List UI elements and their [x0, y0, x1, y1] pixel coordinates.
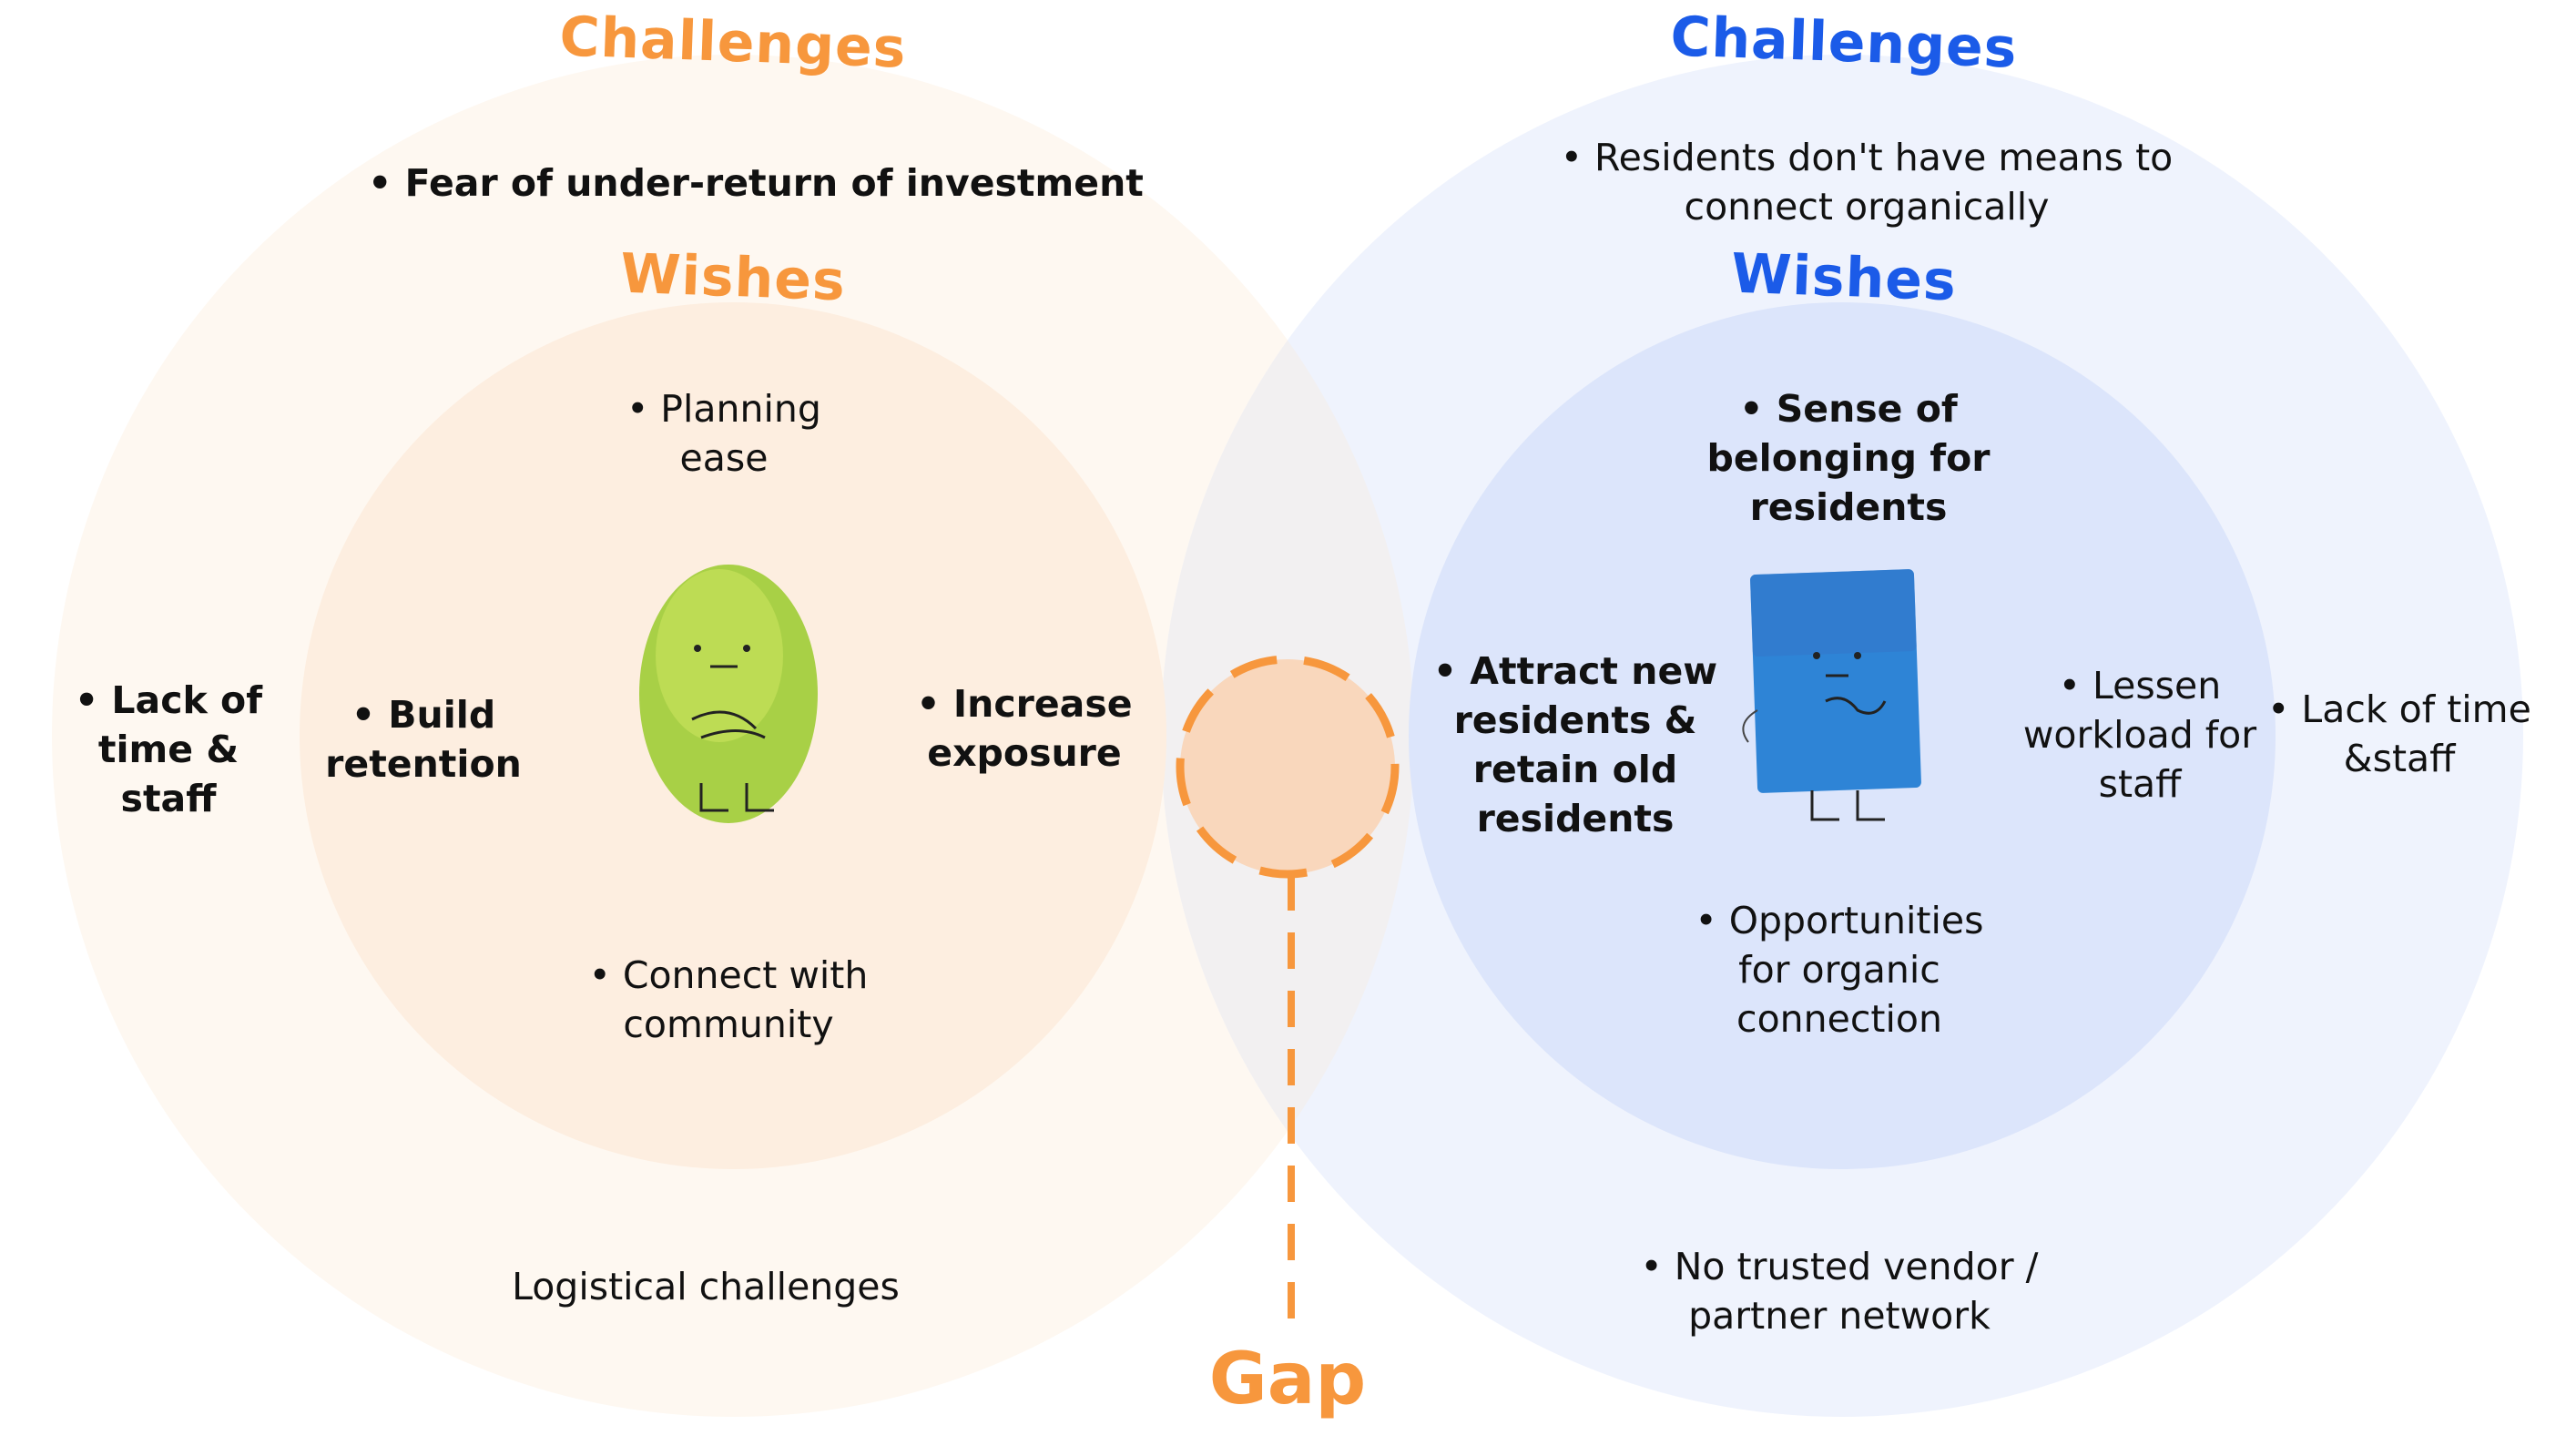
right-challenge-vendor: • No trusted vendor / partner network — [1640, 1245, 2039, 1338]
left-challenges-title: Challenges — [558, 5, 908, 81]
right-wishes-title: Wishes — [1730, 241, 1958, 314]
left-wishes-title: Wishes — [619, 241, 847, 314]
gap-circle — [1176, 655, 1400, 879]
blue-book-character-icon — [1742, 569, 1921, 821]
left-challenge-time-staff: • Lack of time & staff — [74, 678, 263, 820]
left-challenge-roi: • Fear of under-return of investment — [368, 161, 1144, 205]
left-wish-retention: • Build retention — [325, 693, 522, 786]
green-bean-character-icon — [639, 565, 818, 823]
left-wish-community: • Connect with community — [588, 953, 869, 1046]
right-wish-workload: • Lessen workload for staff — [2022, 664, 2257, 806]
left-wish-exposure: • Increase exposure — [916, 682, 1133, 775]
right-wish-belonging: • Sense of belonging for residents — [1706, 387, 1991, 529]
left-challenge-logistics: Logistical challenges — [512, 1265, 900, 1308]
left-wish-planning: • Planning ease — [626, 387, 821, 480]
right-wish-connection: • Opportunities for organic connection — [1695, 899, 1984, 1041]
gap-label: Gap — [1208, 1339, 1367, 1420]
right-challenge-time-staff: • Lack of time &staff — [2267, 687, 2531, 780]
right-challenge-organic: • Residents don't have means to connect … — [1560, 136, 2174, 229]
right-challenges-title: Challenges — [1669, 5, 2019, 81]
right-wish-attract: • Attract new residents & retain old res… — [1432, 649, 1718, 840]
